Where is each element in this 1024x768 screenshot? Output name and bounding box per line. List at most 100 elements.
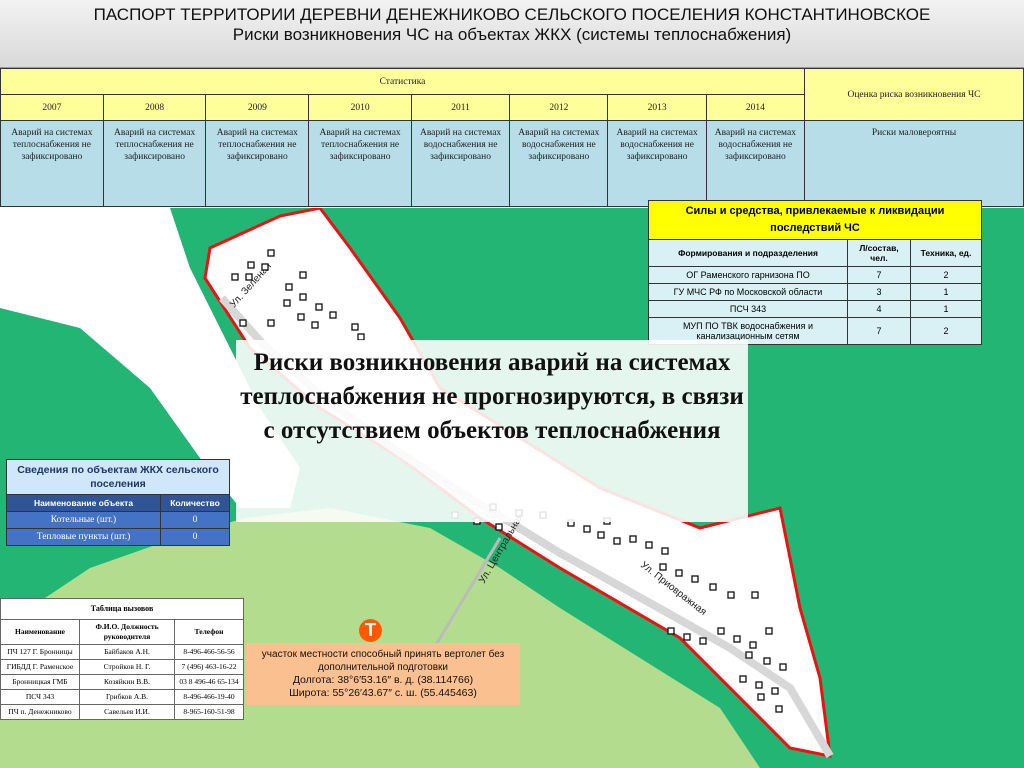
house-marker: [661, 547, 669, 555]
forest-right: [930, 208, 1024, 768]
house-marker: [267, 319, 275, 327]
calls-name: ПСЧ 343: [0, 689, 80, 705]
house-marker: [751, 591, 759, 599]
calls-fio: Козяйкин В.В.: [79, 674, 175, 690]
helipad-desc: участок местности способный принять верт…: [261, 649, 505, 673]
stat-value-2007: Аварий на системах теплоснабжения не заф…: [0, 120, 104, 207]
page-title: ПАСПОРТ ТЕРРИТОРИИ ДЕРЕВНИ ДЕНЕЖНИКОВО С…: [93, 5, 931, 24]
house-marker: [315, 303, 323, 311]
house-markers: [231, 249, 787, 713]
forces-staff: 3: [847, 283, 911, 301]
calls-phone: 03 8 496-46 65-134: [174, 674, 244, 690]
calls-phone: 7 (496) 463-16-22: [174, 659, 244, 675]
forces-tech: 2: [910, 317, 982, 345]
risk-value: Риски маловероятны: [804, 120, 1024, 207]
house-marker: [765, 627, 773, 635]
year-2012: 2012: [509, 94, 609, 121]
house-marker: [311, 321, 319, 329]
house-marker: [299, 293, 307, 301]
clearing-left: [0, 208, 300, 508]
calls-phone: 8-965-160-51-98: [174, 704, 244, 720]
forces-tech: 2: [910, 266, 982, 284]
forces-title: Силы и средства, привлекаемые к ликвидац…: [648, 200, 982, 240]
house-marker: [267, 249, 275, 257]
house-marker: [297, 313, 305, 321]
house-marker: [239, 319, 247, 327]
house-marker: [597, 531, 605, 539]
zhkh-name: Котельные (шт.): [6, 511, 161, 529]
house-marker: [691, 575, 699, 583]
house-marker: [583, 525, 591, 533]
house-marker: [495, 523, 503, 531]
forces-staff: 7: [847, 317, 911, 345]
forces-unit: ГУ МЧС РФ по Московской области: [648, 283, 848, 301]
house-marker: [329, 311, 337, 319]
calls-fio: Байбаков А.Н.: [79, 644, 175, 660]
zhkh-table: Сведения по объектам ЖКХ сельского посел…: [6, 459, 230, 546]
house-marker: [779, 663, 787, 671]
helipad-info: участок местности способный принять верт…: [246, 643, 520, 705]
calls-name: ПЧ 127 Г. Бронницы: [0, 644, 80, 660]
calls-fio: Савельев И.И.: [79, 704, 175, 720]
calls-name: ГИБДД Г. Раменское: [0, 659, 80, 675]
zhkh-row: Тепловые пункты (шт.)0: [6, 528, 230, 546]
year-2013: 2013: [607, 94, 707, 121]
forces-col-tech: Техника, ед.: [910, 239, 982, 267]
calls-fio: Стройков Н. Г.: [79, 659, 175, 675]
house-marker: [775, 705, 783, 713]
stat-value-2011: Аварий на системах водоснабжения не зафи…: [410, 120, 511, 207]
zhkh-count: 0: [160, 528, 230, 546]
statistics-table: Статистика Оценка риска возникновения ЧС…: [0, 68, 1024, 207]
page-header: ПАСПОРТ ТЕРРИТОРИИ ДЕРЕВНИ ДЕНЕЖНИКОВО С…: [0, 0, 1024, 68]
forces-staff: 7: [847, 266, 911, 284]
helipad-lon: Долгота: 38°6′53.16″ в. д. (38.114766): [292, 674, 474, 686]
zhkh-title: Сведения по объектам ЖКХ сельского посел…: [6, 459, 230, 495]
stat-value-2013: Аварий на системах водоснабжения не зафи…: [607, 120, 707, 207]
house-marker: [613, 537, 621, 545]
calls-phone: 8-496-466-56-56: [174, 644, 244, 660]
house-marker: [231, 273, 239, 281]
house-marker: [757, 693, 765, 701]
forces-unit: ОГ Раменского гарнизона ПО: [648, 266, 848, 284]
stat-value-2009: Аварий на системах теплоснабжения не заф…: [205, 120, 310, 207]
forces-table: Силы и средства, привлекаемые к ликвидац…: [648, 200, 982, 345]
risk-header: Оценка риска возникновения ЧС: [804, 68, 1024, 121]
house-marker: [261, 263, 269, 271]
year-2014: 2014: [705, 94, 806, 121]
year-2007: 2007: [0, 94, 104, 121]
house-marker: [351, 323, 359, 331]
stat-value-2014: Аварий на системах водоснабжения не зафи…: [705, 120, 806, 207]
house-marker: [667, 627, 675, 635]
zhkh-col-name: Наименование объекта: [6, 494, 161, 512]
year-2009: 2009: [205, 94, 310, 121]
helipad-icon: Т: [359, 619, 382, 642]
zhkh-count: 0: [160, 511, 230, 529]
forces-unit: ПСЧ 343: [648, 300, 848, 318]
helipad-lat: Широта: 55°26′43.67″ с. ш. (55.445463): [289, 687, 477, 699]
calls-table: Таблица вызовов Наименование Ф.И.О. Долж…: [0, 598, 244, 720]
forces-tech: 1: [910, 300, 982, 318]
zhkh-name: Тепловые пункты (шт.): [6, 528, 161, 546]
house-marker: [755, 681, 763, 689]
house-marker: [749, 641, 757, 649]
page-subtitle: Риски возникновения ЧС на объектах ЖКХ (…: [232, 25, 792, 44]
calls-fio: Грибков А.В.: [79, 689, 175, 705]
house-marker: [699, 637, 707, 645]
house-marker: [683, 633, 691, 641]
house-marker: [675, 569, 683, 577]
house-marker: [645, 541, 653, 549]
house-marker: [629, 535, 637, 543]
house-marker: [245, 273, 253, 281]
house-marker: [763, 657, 771, 665]
calls-name: Бронницкая ГМБ: [0, 674, 80, 690]
stat-value-2010: Аварий на системах теплоснабжения не заф…: [308, 120, 412, 207]
forces-col-staff: Л/состав, чел.: [847, 239, 911, 267]
calls-title: Таблица вызовов: [0, 598, 244, 620]
house-marker: [717, 627, 725, 635]
